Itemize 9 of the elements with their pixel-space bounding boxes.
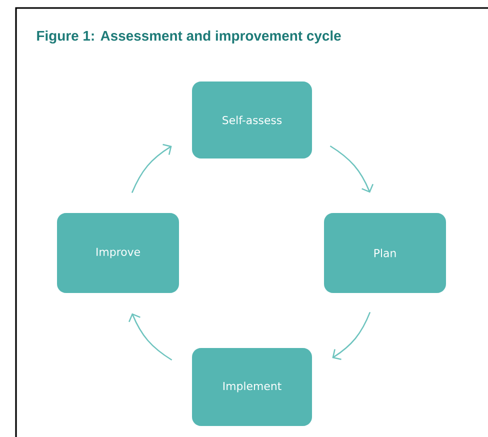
- curved-arrow: [128, 313, 172, 361]
- curved-arrow: [131, 144, 172, 194]
- process-box: Implement: [192, 348, 312, 426]
- process-box: Plan: [324, 213, 446, 293]
- curved-arrow: [330, 145, 374, 193]
- process-box: Self-assess: [192, 82, 312, 158]
- curved-arrow: [332, 312, 371, 360]
- figure-title: Figure 1: Assessment and improvement cycle: [37, 30, 341, 44]
- process-box: Improve: [57, 213, 179, 293]
